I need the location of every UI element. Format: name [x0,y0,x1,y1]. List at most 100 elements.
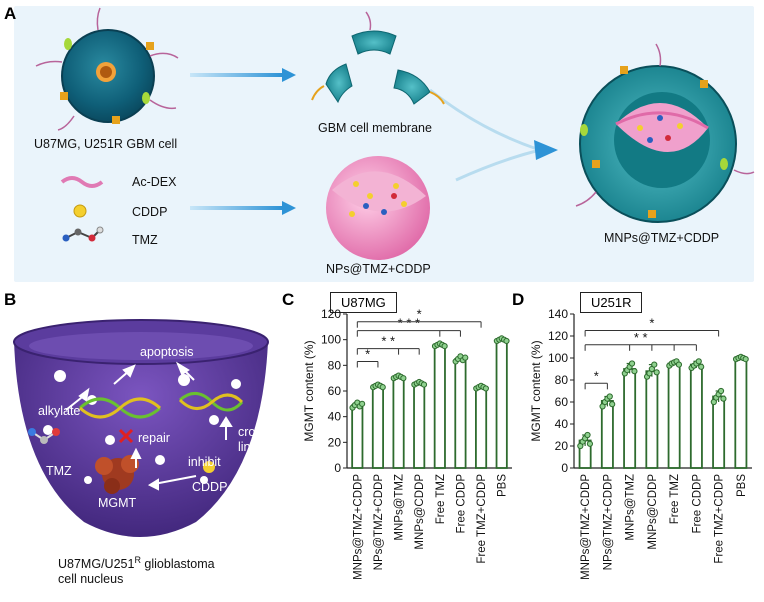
data-point [359,400,366,407]
panel-b-illustration [13,319,269,537]
data-point [631,368,638,375]
bar [454,358,467,469]
significance-label: * [365,346,370,361]
y-tick-label: 120 [321,307,341,321]
yellow-sphere-icon [73,204,87,218]
category-label: PBS [736,474,748,497]
cross-linking-label-1: cross- [238,425,273,439]
mechanism-arrows-icon [65,361,233,491]
alkylate-label: alkylate [38,404,81,418]
category-label: MNPs@CDDP [647,474,659,550]
data-point [651,361,658,368]
category-label: Free CDDP [455,474,467,534]
data-point [420,381,428,388]
mnps-particle-icon [575,43,755,223]
significance-bracket: * [356,307,482,328]
panel-a-illustration [35,7,755,260]
data-point [503,337,510,345]
y-tick-label: 20 [555,439,569,453]
y-tick-label: 40 [328,410,342,424]
data-point [606,393,613,400]
significance-label: * [417,307,422,322]
membrane-fragments-icon [311,11,445,105]
merge-arrows-icon [429,88,558,182]
mnps-label: MNPs@TMZ+CDDP [604,231,720,245]
y-axis-label: MGMT content (%) [529,340,543,441]
category-label: PBS [497,474,509,497]
bar [600,400,614,469]
category-label: MNPs@CDDP [414,474,426,550]
y-axis-label: MGMT content (%) [302,340,316,441]
molecule-icon [62,226,104,242]
y-tick-label: 80 [328,358,342,372]
bar [645,370,659,469]
bar [712,395,726,469]
dna-helix-icon [78,392,244,419]
gbm-cell-icon [35,7,179,131]
panel-d-letter: D [512,290,525,309]
arrow-to-membrane-icon [190,68,296,82]
data-point [742,356,749,363]
significance-label: * * [634,330,648,345]
mgmt-label: MGMT [98,496,137,510]
tmz-molecule-icon [28,428,60,444]
bar [371,384,384,469]
significance-bracket: * [584,368,608,390]
significance-bracket: * * [584,330,697,351]
chart-d-title: U251R [580,292,643,313]
bar [623,368,637,469]
legend-acdex-label: Ac-DEX [132,175,177,189]
y-tick-label: 100 [548,351,568,365]
category-label: Free TMZ+CDDP [714,474,726,564]
category-label: MNPs@TMZ [394,474,406,541]
category-label: MNPs@TMZ+CDDP [352,474,364,580]
bar [689,363,703,469]
category-label: Free TMZ [435,474,447,524]
data-point [462,354,469,361]
data-point [609,401,616,408]
legend-cddp-label: CDDP [132,205,168,219]
data-point [695,358,702,365]
data-point [586,440,594,447]
panel-b-letter: B [4,290,17,309]
category-label: Free CDDP [691,474,703,534]
data-point [379,384,386,391]
cross-linking-label-2: linking [238,440,274,454]
category-label: NPs@TMZ+CDDP [602,474,614,571]
chart-c-title: U87MG [330,292,397,313]
y-tick-label: 60 [555,395,569,409]
data-point [698,363,705,370]
y-tick-label: 40 [555,417,569,431]
y-tick-label: 0 [561,461,568,475]
data-point [584,431,591,439]
apoptosis-label: apoptosis [140,345,194,359]
nucleus-caption-sup: R [134,555,141,565]
bar [495,338,508,469]
inhibit-label: inhibit [188,455,221,469]
repair-cross-icon [118,428,134,444]
cddp-sphere-icon [203,461,215,473]
significance-label: * * [381,334,395,349]
significance-label: * [649,316,654,331]
gbm-cell-label: U87MG, U251R GBM cell [34,137,178,151]
bar [734,357,748,469]
data-point [717,387,725,395]
bar [351,404,364,469]
data-point [675,361,683,368]
legend-tmz-label: TMZ [132,233,158,247]
data-point [441,342,448,350]
data-point [400,375,407,382]
nucleus-caption-end: glioblastoma [140,557,215,572]
category-label: Free TMZ [669,474,681,524]
nucleus-caption: U87MG/U251R glioblastoma [58,555,215,571]
panel-a-letter: A [4,4,17,23]
category-label: MNPs@TMZ+CDDP [580,474,592,580]
bar [433,343,446,469]
cell-nucleus-icon [13,319,269,537]
significance-bracket: * [584,316,720,337]
nps-sphere-icon [326,156,430,260]
significance-bracket: * [356,346,379,368]
category-label: Free TMZ+CDDP [476,474,488,564]
data-point [482,385,489,392]
